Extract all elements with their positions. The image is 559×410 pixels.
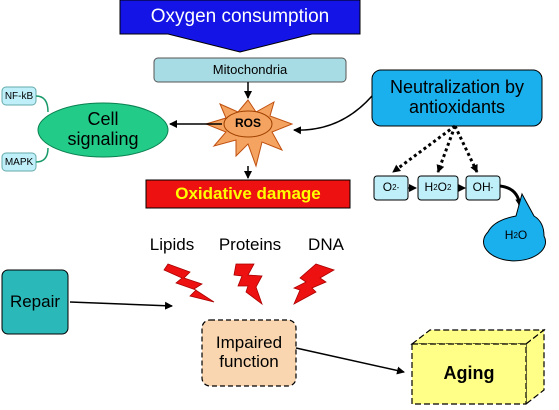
o2-sup: - [396, 182, 400, 192]
oh-text: OH [472, 180, 491, 195]
oh-sup: - [490, 182, 494, 192]
antioxidants-label: Neutralization by antioxidants [372, 72, 542, 124]
aging-box-side [525, 328, 545, 406]
lightning-bolt-proteins [233, 263, 263, 306]
h2o-droplet [483, 192, 547, 262]
dotted-arrow-oh [453, 125, 479, 173]
proteins-label: Proteins [218, 234, 282, 254]
oxidative-damage-box [145, 179, 351, 209]
impaired-line2: function [219, 352, 279, 371]
oh-to-h2o-arrow [499, 184, 524, 207]
lightning-bolt-dna [292, 263, 335, 305]
impaired-function-label: Impaired function [202, 320, 296, 386]
impaired-line1: Impaired [215, 333, 283, 353]
nfkb-connector [35, 95, 49, 113]
dna-label: DNA [308, 234, 344, 254]
o2-sub: 2 [392, 182, 397, 192]
dotted-arrow-o2 [392, 124, 456, 174]
repair-to-impaired-arrow [69, 301, 173, 310]
lightning-bolt-lipids [163, 263, 215, 303]
ros-label: ROS [234, 116, 261, 131]
aging-box-front [411, 343, 527, 405]
impaired-function-box [201, 319, 297, 387]
nfkb-label: NF-kB [4, 90, 34, 102]
h2o-o: O [517, 228, 528, 243]
h2o2-o: O [437, 180, 447, 195]
aging-label: Aging [443, 363, 495, 384]
cell-signaling-line1: Cell [87, 109, 119, 130]
repair-label: Repair [9, 291, 61, 311]
antioxidants-line2: antioxidants [408, 97, 506, 117]
oh-box [465, 175, 501, 201]
mitochondria-box [153, 57, 347, 83]
h2o2-h: H [424, 180, 434, 195]
antioxidants-line1: Neutralization by [389, 77, 525, 98]
oh-label: OH- [466, 176, 500, 200]
h2o-h: H [504, 228, 514, 243]
lipids-label: Lipids [149, 234, 195, 254]
ros-core [223, 110, 273, 138]
cell-signaling-ellipse [37, 102, 169, 158]
o2-o: O [382, 180, 393, 195]
aging-box-top [410, 329, 546, 345]
mitochondria-label: Mitochondria [212, 61, 288, 77]
antioxidants-box [371, 69, 543, 127]
mapk-connector [35, 147, 49, 163]
cell-signaling-label: Cell signaling [40, 106, 166, 154]
oxygen-consumption-label: Oxygen consumption [150, 5, 330, 27]
antiox-to-ros-arrow [293, 95, 373, 135]
repair-box [1, 269, 69, 335]
h2o2-sub2: 2 [447, 182, 452, 192]
h2o2-sub1: 2 [433, 182, 438, 192]
cell-signaling-line2: signaling [67, 129, 139, 149]
h2o-sub: 2 [513, 230, 518, 240]
oxygen-arrow-shape [119, 0, 361, 53]
oxidative-damage-label: Oxidative damage [175, 183, 321, 203]
dotted-arrow-h2o2 [436, 125, 457, 173]
impaired-to-aging-arrow [295, 347, 405, 375]
mapk-label: MAPK [4, 156, 34, 168]
